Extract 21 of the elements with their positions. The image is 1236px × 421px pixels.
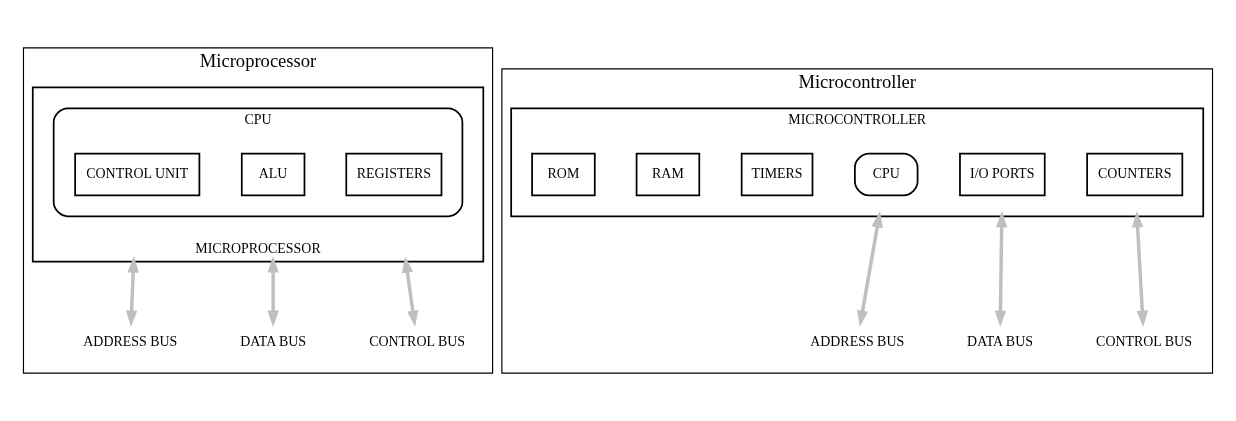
node-box: REGISTERS [345, 152, 443, 197]
node-text: ADDRESS BUS [83, 334, 178, 350]
node-box: COUNTERS [1086, 152, 1184, 197]
node-box: CONTROL UNIT [74, 152, 201, 197]
node-box: ALU [240, 152, 306, 197]
arrow [267, 256, 279, 327]
node-text: CONTROL BUS [369, 334, 466, 350]
arrow [994, 211, 1008, 327]
node-box: I/O PORTS [959, 152, 1046, 197]
node-box: TIMERS [740, 152, 814, 197]
node-text: CONTROL BUS [1096, 334, 1192, 350]
node-text: ADDRESS BUS [810, 334, 905, 350]
node-box: ROM [531, 152, 596, 197]
arrow [401, 256, 419, 327]
node-box: RAM [635, 152, 701, 197]
node-text: DATA BUS [240, 334, 307, 350]
node-text: DATA BUS [967, 334, 1033, 350]
arrow [857, 211, 883, 327]
arrow [125, 256, 139, 327]
node-box: CPU [854, 152, 919, 197]
arrow [1131, 211, 1148, 327]
